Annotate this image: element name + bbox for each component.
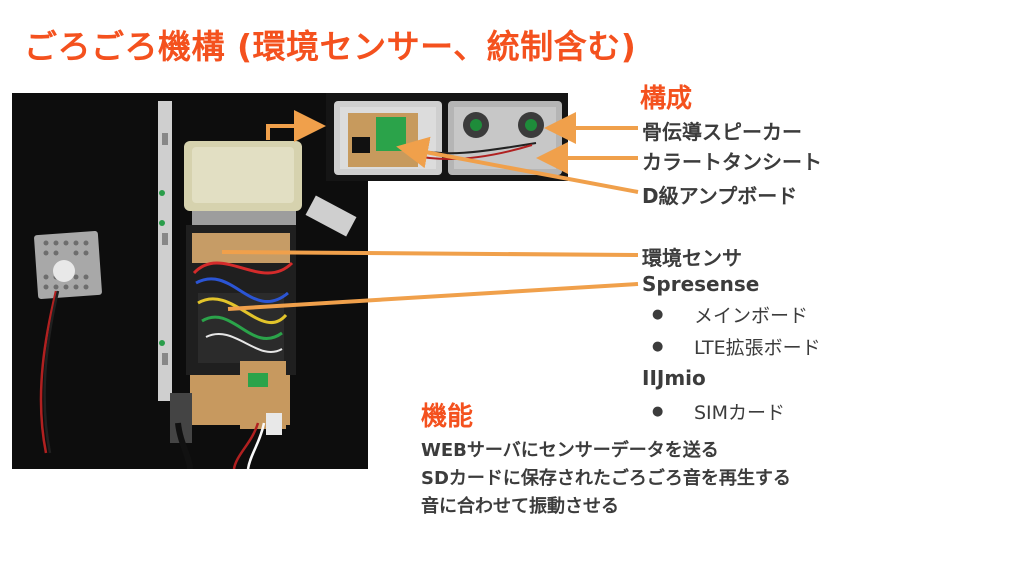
bullet-dot: ● [652,404,664,419]
device-photo [12,93,368,469]
functions-heading: 機能 [421,402,474,432]
function-item-play-purr-sound: SDカードに保存されたごろごろ音を再生する [421,468,791,489]
bullet-dot: ● [652,307,664,322]
function-item-vibrate: 音に合わせて振動させる [421,496,619,517]
function-item-send-sensor-data: WEBサーバにセンサーデータを送る [421,440,719,461]
label-bone-conduction-speaker: 骨伝導スピーカー [642,120,802,144]
spresense-item-lte-board: LTE拡張ボード [694,337,821,359]
device-photo-illustration [12,93,368,469]
bullet-dot: ● [652,339,664,354]
slide-title: ごろごろ機構 (環境センサー、統制含む) [24,27,637,66]
label-iijmio: IIJmio [642,366,706,390]
label-env-sensor: 環境センサ [642,246,742,270]
iijmio-item-sim-card: SIMカード [694,402,786,424]
leader-line-spresense [227,282,639,311]
leader-line-class-d-amp [396,136,639,194]
composition-heading: 構成 [640,84,693,114]
spresense-item-main-board: メインボード [694,305,809,327]
leader-line-case-to-photo [266,110,326,142]
leader-line-env-sensor [221,250,639,257]
label-class-d-amp-board: D級アンプボード [642,184,798,208]
label-color-tin-sheet: カラートタンシート [642,150,822,174]
label-spresense: Spresense [642,272,760,296]
